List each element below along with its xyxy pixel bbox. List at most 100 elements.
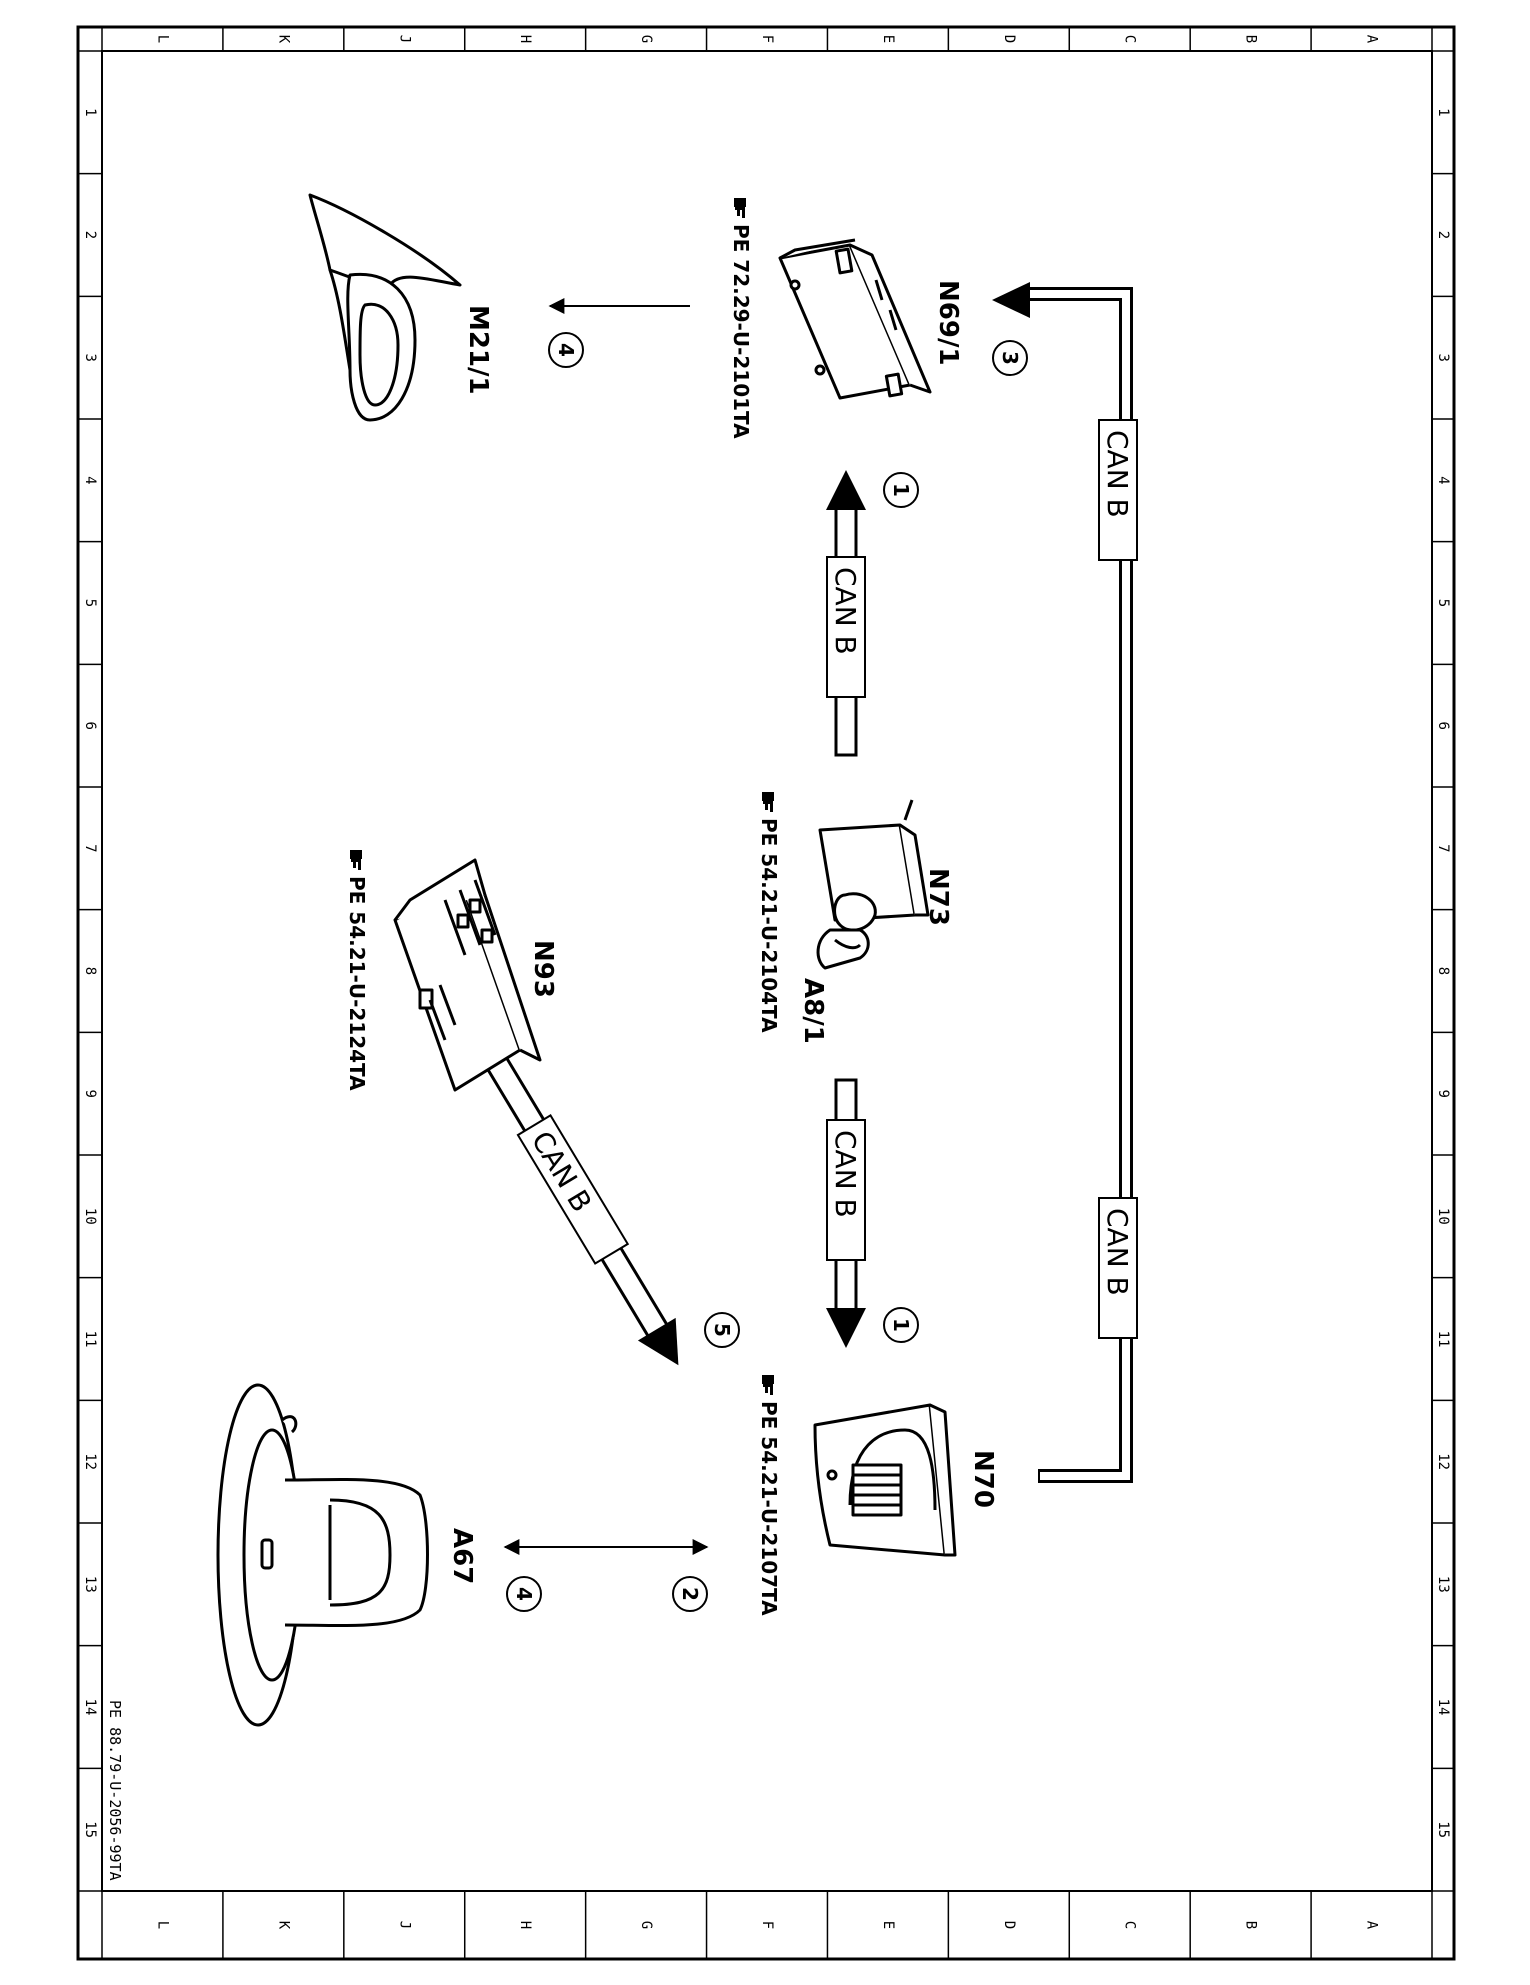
can-b-label-2: CAN B [1101, 1208, 1134, 1296]
frame-row-label-left: 11 [82, 1331, 98, 1348]
frame-column-label-top: A [1364, 35, 1380, 44]
ref-text-n69-1: PE 72.29-U-2101TA [729, 224, 753, 439]
frame-row-label-left: 8 [82, 967, 98, 975]
frame-column-label-top: D [1001, 35, 1017, 43]
frame-column-label-top: J [396, 35, 412, 43]
frame-column-label-top: L [154, 35, 170, 43]
a67-shifter-base-illustration [216, 1383, 429, 1727]
can-b-box-1 [1098, 419, 1138, 561]
frame-row-label-left: 9 [82, 1089, 98, 1097]
can-b-label-4: CAN B [829, 1130, 862, 1218]
arrow-diagonal-to-n70 [637, 1317, 679, 1366]
frame-row-label-left: 7 [82, 844, 98, 852]
step-1a-callout: 1 [883, 472, 919, 508]
step-circle-4b [506, 1576, 542, 1612]
can-bus-label-box-top: CAN B [1098, 419, 1138, 561]
frame-column-label-bottom: D [1001, 1921, 1017, 1929]
ref-text-n93: PE 54.21-U-2124TA [345, 876, 369, 1091]
pointing-hand-icon [762, 1375, 774, 1395]
frame-column-label-top: G [638, 35, 654, 43]
label-m21-1: M21/1 [463, 305, 493, 395]
frame-row-label-left: 12 [82, 1453, 98, 1470]
ref-n69-1: PE 72.29-U-2101TA [729, 198, 753, 439]
document-id: PE 88.79-U-2056-99TA [106, 1700, 124, 1881]
can-bus-line-inner [1030, 290, 1130, 1480]
step-4b-callout: 4 [506, 1576, 542, 1612]
can-b-label-1: CAN B [1101, 430, 1134, 518]
frame-column-label-bottom: E [880, 1921, 896, 1929]
frame-row-label-right: 9 [1435, 1089, 1451, 1097]
step-1b-callout: 1 [883, 1307, 919, 1343]
label-n70: N70 [968, 1450, 998, 1508]
step-number-1b: 1 [889, 1318, 913, 1332]
step-number-5: 5 [710, 1323, 734, 1337]
frame-column-label-top: F [759, 35, 775, 43]
frame-row-label-left: 4 [82, 476, 98, 484]
step-circle-4a [548, 332, 584, 368]
can-b-box-5 [516, 1114, 630, 1265]
frame-row-label-right: 8 [1435, 967, 1451, 975]
frame-outer-border [76, 25, 1456, 1961]
frame-column-label-bottom: F [759, 1921, 775, 1929]
label-a67: A67 [447, 1528, 477, 1584]
step-circle-1a [883, 472, 919, 508]
frame-column-label-bottom: A [1364, 1921, 1380, 1930]
frame-row-label-right: 7 [1435, 844, 1451, 852]
step-number-3: 3 [998, 351, 1022, 365]
arrow-up-to-n69 [826, 470, 866, 510]
ref-n73: PE 54.21-U-2104TA [757, 792, 781, 1033]
ref-n93: PE 54.21-U-2124TA [345, 850, 369, 1091]
step-3-callout: 3 [992, 340, 1028, 376]
frame-row-label-right: 14 [1435, 1699, 1451, 1716]
frame-row-label-right: 11 [1435, 1331, 1451, 1348]
label-a8-1: A8/1 [798, 978, 828, 1044]
step-circle-5 [704, 1312, 740, 1348]
frame-column-label-top: K [275, 35, 291, 44]
frame-row-label-left: 3 [82, 353, 98, 361]
frame-row-label-right: 4 [1435, 476, 1451, 484]
frame-row-label-left: 10 [82, 1208, 98, 1225]
step-circle-3 [992, 340, 1028, 376]
can-bus-main-loop: CAN B CAN B [992, 282, 1138, 1483]
frame-column-label-top: H [517, 35, 533, 43]
frame-row-label-left: 2 [82, 231, 98, 239]
pointing-hand-icon [734, 198, 746, 218]
step-circle-2 [672, 1576, 708, 1612]
frame-row-label-right: 3 [1435, 353, 1451, 361]
step-2-callout: 2 [672, 1576, 708, 1612]
pointing-hand-icon [762, 792, 774, 812]
n93-interface-module-illustration [393, 858, 542, 1092]
m21-1-mirror-motor-illustration [308, 193, 462, 422]
step-number-4b: 4 [512, 1587, 536, 1601]
frame-column-label-top: E [880, 35, 896, 43]
frame-row-label-left: 13 [82, 1576, 98, 1593]
can-b-box-3 [826, 556, 866, 698]
frame-row-label-right: 5 [1435, 599, 1451, 607]
arrow-to-n69-1 [992, 282, 1030, 318]
label-n73: N73 [923, 868, 953, 926]
frame-row-label-right: 12 [1435, 1453, 1451, 1470]
frame-column-label-bottom: H [517, 1921, 533, 1929]
can-bus-n73-to-n69: CAN B [826, 470, 866, 757]
ref-text-n73: PE 54.21-U-2104TA [757, 818, 781, 1033]
can-bus-label-box-bottom: CAN B [1098, 1197, 1138, 1339]
frame-column-label-top: B [1243, 35, 1259, 43]
frame-row-label-left: 6 [82, 721, 98, 729]
ref-text-n70: PE 54.21-U-2107TA [757, 1401, 781, 1616]
can-b-label-3: CAN B [829, 567, 862, 655]
label-n93: N93 [528, 940, 558, 998]
can-bus-n73-to-n70: CAN B [826, 1078, 866, 1348]
step-number-1a: 1 [889, 483, 913, 497]
frame-row-label-left: 1 [82, 108, 98, 116]
frame-column-label-bottom: C [1122, 1921, 1138, 1929]
frame-column-label-top: C [1122, 35, 1138, 43]
arrow-down-to-n70 [826, 1308, 866, 1348]
n70-overhead-control-panel-illustration [813, 1403, 957, 1557]
frame-column-label-bottom: J [396, 1921, 412, 1929]
n69-1-control-module-illustration [778, 238, 932, 400]
frame-row-label-left: 14 [82, 1699, 98, 1716]
